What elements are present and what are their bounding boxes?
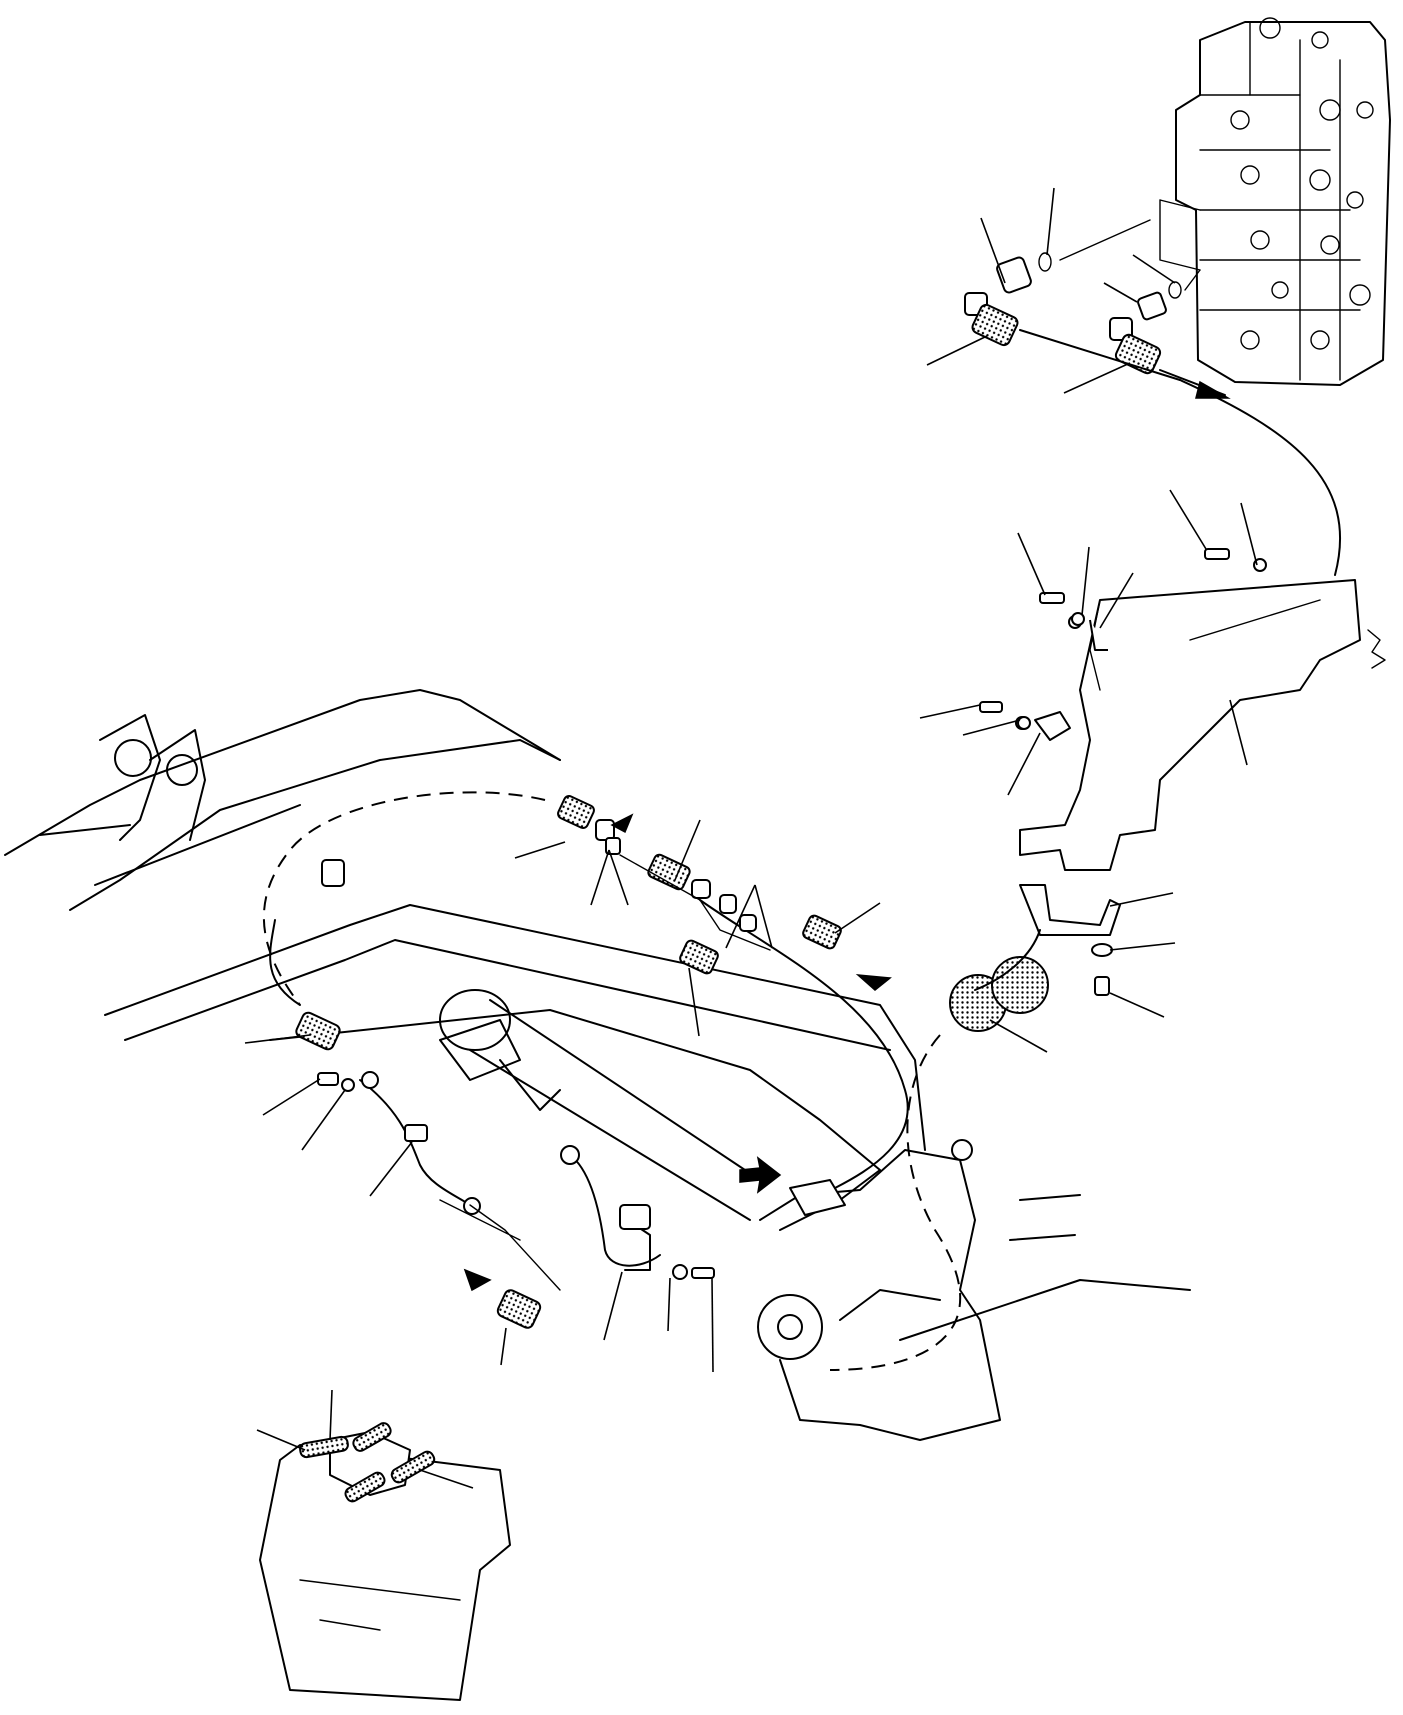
hose-end	[679, 939, 719, 975]
adapter-fitting	[996, 256, 1032, 294]
adapter-fitting	[1137, 291, 1167, 321]
clip	[1034, 711, 1071, 741]
grommets	[949, 956, 1049, 1032]
hose-bracket	[1015, 579, 1361, 936]
direction-arrow	[610, 813, 634, 834]
washer	[672, 1264, 688, 1280]
direction-arrow	[855, 974, 892, 991]
boom-structure	[4, 689, 926, 1231]
bolt	[317, 1072, 339, 1086]
direction-arrow	[739, 1156, 782, 1194]
hose-end	[496, 1289, 542, 1329]
hose-end	[390, 1450, 436, 1484]
bolt	[1204, 548, 1230, 560]
hose-clamp-block	[789, 1179, 846, 1216]
boom-top-fittings	[557, 795, 892, 991]
control-valve-assembly	[1159, 17, 1391, 386]
bolts-and-washers	[979, 548, 1386, 996]
tube	[569, 1154, 661, 1267]
nipple	[739, 914, 757, 932]
bolt	[979, 701, 1003, 713]
hose-end	[344, 1471, 386, 1503]
tube	[359, 1079, 471, 1206]
nipple	[719, 894, 737, 914]
washer	[1017, 716, 1031, 730]
tube-clamp	[404, 1124, 428, 1142]
tube-clamp	[619, 1204, 651, 1230]
grommet	[991, 956, 1049, 1014]
hose-routing	[262, 791, 1041, 1371]
leader-lines	[244, 187, 1258, 1489]
washer	[1091, 943, 1113, 957]
direction-arrow	[463, 1268, 492, 1292]
o-ring	[1168, 281, 1182, 299]
hose-end	[299, 1435, 349, 1459]
inset-detail	[259, 1422, 511, 1701]
o-ring	[1038, 252, 1052, 272]
boom-foot	[739, 1139, 1191, 1441]
bolt	[691, 1267, 715, 1279]
nipple	[595, 819, 615, 841]
hose-end	[647, 853, 691, 891]
direction-arrow	[1195, 380, 1231, 399]
hose-end	[971, 303, 1019, 347]
hose-end	[802, 914, 842, 950]
bolt	[1094, 976, 1110, 996]
hose-end	[557, 795, 595, 829]
valve-fittings	[964, 219, 1341, 576]
bolt	[1039, 592, 1065, 604]
bracket-clamp	[1019, 884, 1121, 936]
break-symbol	[1367, 629, 1386, 669]
washer	[1071, 612, 1085, 626]
boom-side-tubes	[295, 1011, 715, 1329]
hose-end	[352, 1422, 392, 1452]
clip	[1089, 619, 1108, 651]
nipple	[691, 879, 711, 899]
washer	[341, 1078, 355, 1092]
hose-end	[295, 1011, 341, 1051]
